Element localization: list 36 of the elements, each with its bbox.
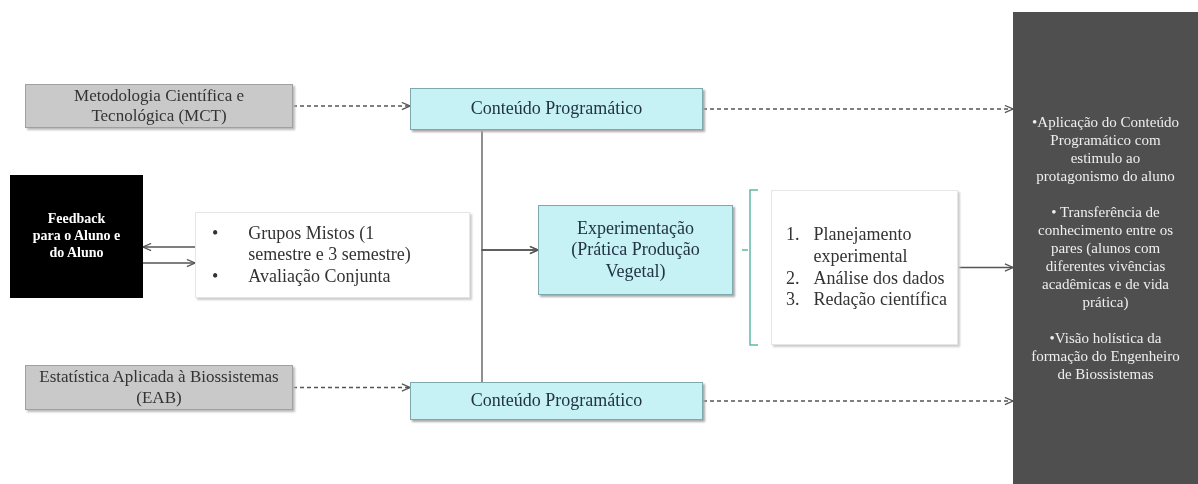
box-text: Experimentação (Prática Produção Vegetal): [570, 217, 701, 283]
list-marker: 2.: [786, 267, 800, 290]
process-box: [195, 212, 470, 298]
arrow: [142, 242, 196, 252]
process-box: [771, 190, 958, 345]
list-marker: 3.: [786, 289, 800, 311]
arrow: [957, 263, 1014, 272]
arrow: [702, 396, 1014, 406]
arrow: [292, 101, 411, 111]
list-item: Planejamento experimental: [813, 224, 913, 268]
box-text: Feedback para o Aluno e do Aluno: [31, 211, 122, 262]
box-text: Conteúdo Programático: [469, 390, 644, 412]
list-item: Grupos Mistos (1 semestre e 3 semestre): [248, 222, 412, 266]
arrow: [292, 383, 411, 392]
list-item: Redação científica: [813, 289, 948, 311]
box-text: • Transferência de conhecimento entre os pares (alunos com diferentes vivências acadêmicas e de vida prática): [1037, 203, 1174, 311]
box-text: •Visão holística da formação do Engenheiro de Biossistemas: [1030, 329, 1181, 383]
box-text: •Aplicação do Conteúdo Programático com estimulo ao protagonismo do aluno: [1031, 113, 1180, 185]
process-box: [410, 382, 703, 420]
arrow: [142, 258, 196, 268]
box-text: Metodologia Científica e Tecnológica (MCT): [73, 85, 245, 127]
box-text: Conteúdo Programático: [469, 98, 644, 120]
list-marker: •: [212, 265, 219, 288]
process-box: [25, 84, 293, 128]
list-marker: •: [212, 222, 219, 245]
box-text: Estatística Aplicada à Biossistemas (EAB): [38, 367, 280, 408]
outcome-panel: [1013, 12, 1198, 484]
process-box: [538, 205, 733, 295]
process-box: [25, 365, 293, 410]
arrow: [702, 104, 1014, 114]
list-item: Análise dos dados: [813, 267, 946, 290]
arrow: [481, 245, 539, 383]
feedback-box: [10, 175, 143, 298]
list-marker: 1.: [786, 224, 800, 247]
process-box: [410, 88, 703, 130]
list-item: Avaliação Conjunta: [248, 265, 392, 288]
